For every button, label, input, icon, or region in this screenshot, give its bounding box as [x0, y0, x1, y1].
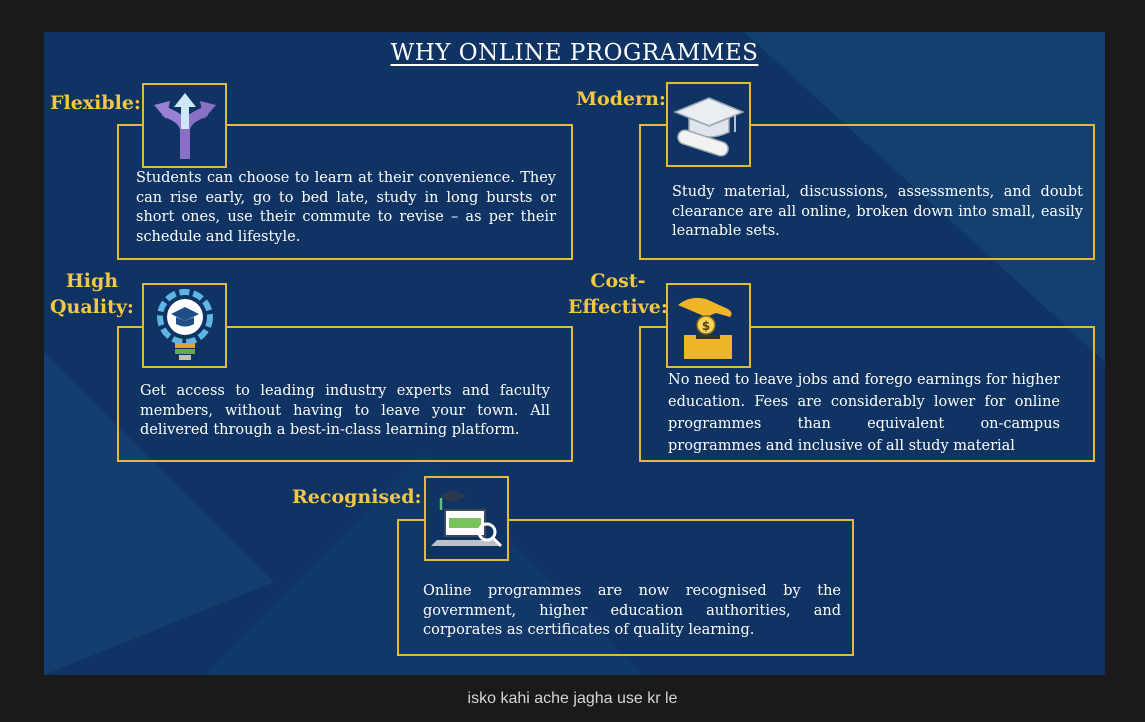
modern-card	[639, 124, 1095, 260]
svg-text:$: $	[701, 319, 709, 333]
slide-title: WHY ONLINE PROGRAMMES	[390, 40, 759, 66]
split-arrows-icon	[142, 83, 227, 168]
high-quality-heading-line-2: Quality:	[50, 296, 134, 318]
flexible-card	[117, 124, 573, 260]
modern-heading: Modern:	[576, 88, 666, 110]
cost-effective-text: No need to leave jobs and forego earning…	[668, 372, 1060, 454]
cost-effective-card	[639, 326, 1095, 462]
recognised-text: Online programmes are now recognised by …	[423, 583, 841, 638]
cost-effective-heading: Cost- Effective:	[568, 268, 668, 320]
cost-effective-heading-line-2: Effective:	[568, 296, 668, 318]
recognised-heading: Recognised:	[292, 486, 422, 508]
high-quality-heading: High Quality:	[50, 268, 134, 320]
graduation-cap-diploma-icon	[666, 82, 751, 167]
high-quality-text: Get access to leading industry experts a…	[140, 383, 550, 438]
flexible-heading: Flexible:	[50, 92, 141, 114]
coin-hand-box-icon: $	[666, 283, 751, 368]
cost-effective-heading-line-1: Cost-	[590, 270, 646, 292]
recognised-card	[397, 519, 854, 656]
background-decoration	[44, 32, 1105, 675]
infographic-slide: WHY ONLINE PROGRAMMES Flexible: Students…	[44, 32, 1105, 675]
modern-text: Study material, discussions, assessments…	[672, 184, 1083, 239]
high-quality-card	[117, 326, 573, 462]
laptop-certificate-icon	[424, 476, 509, 561]
image-caption: isko kahi ache jagha use kr le	[467, 690, 678, 707]
high-quality-heading-line-1: High	[65, 270, 119, 292]
flexible-text: Students can choose to learn at their co…	[136, 170, 556, 245]
lightbulb-graduation-icon	[142, 283, 227, 368]
